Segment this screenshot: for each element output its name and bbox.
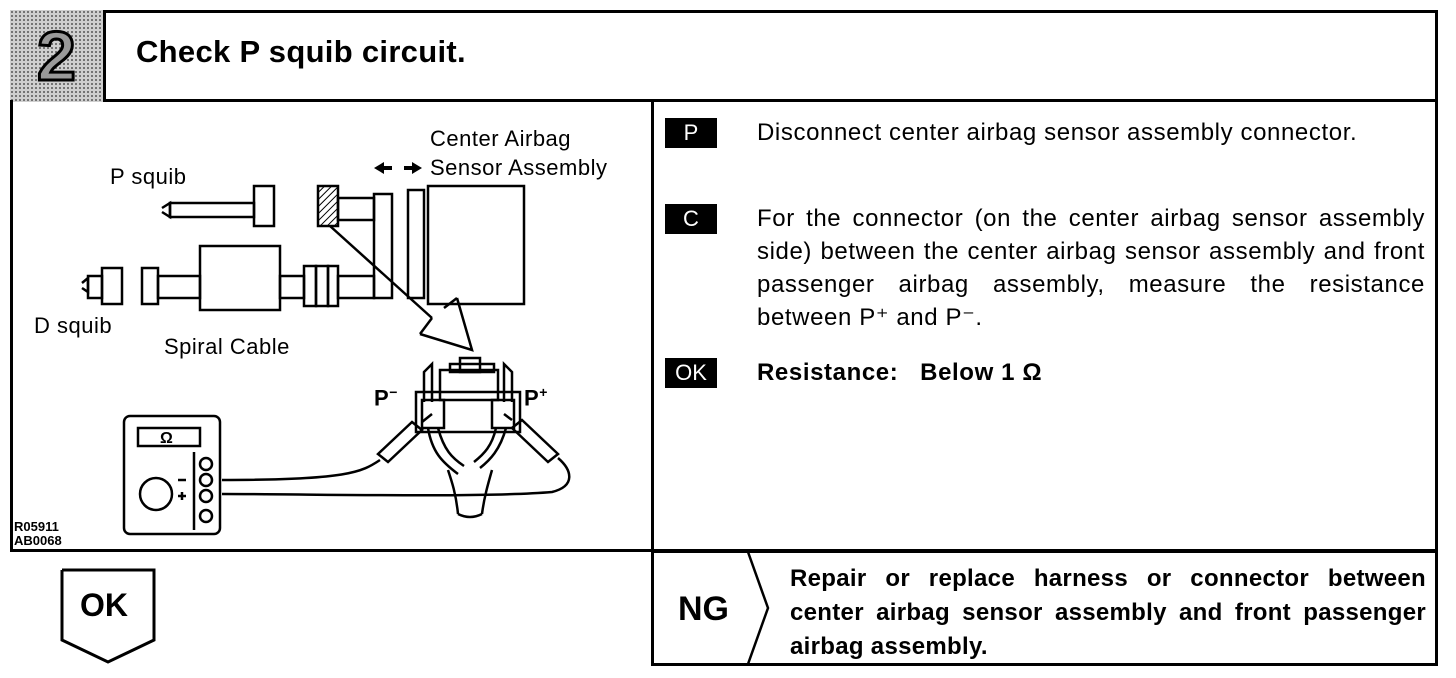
ok-criteria-badge: OK bbox=[665, 358, 717, 388]
resistance-spec: Resistance: Below 1 Ω bbox=[757, 356, 1425, 389]
prep-text: Disconnect center airbag sensor assembly… bbox=[757, 119, 1358, 146]
ok-result-label: OK bbox=[80, 587, 128, 623]
step-number-badge: 2 bbox=[10, 10, 106, 102]
figure-code-2: AB0068 bbox=[14, 533, 62, 548]
p-squib-connector bbox=[161, 184, 276, 228]
p-squib-label: P squib bbox=[110, 164, 187, 189]
check-text: For the connector (on the center airbag … bbox=[757, 205, 1425, 331]
step-number: 2 bbox=[36, 17, 78, 95]
hatched-connector bbox=[316, 184, 340, 228]
resistance-label: Resistance: bbox=[757, 359, 899, 386]
pointer-arrow bbox=[329, 225, 474, 352]
spiral-cable-label: Spiral Cable bbox=[164, 334, 290, 359]
column-divider bbox=[651, 100, 654, 666]
ng-chevron-icon bbox=[746, 552, 770, 664]
spiral-cable-assembly bbox=[81, 244, 376, 312]
p-minus-label: P− bbox=[374, 384, 398, 411]
ok-arrow-icon bbox=[60, 568, 156, 664]
ohmmeter bbox=[122, 414, 222, 536]
squib-circuit-diagram bbox=[81, 162, 571, 536]
d-squib-label: D squib bbox=[34, 313, 113, 338]
prep-badge: P bbox=[665, 118, 717, 148]
resistance-value: Below 1 Ω bbox=[920, 359, 1043, 386]
ng-result-label: NG bbox=[678, 590, 729, 628]
center-airbag-label-line1: Center Airbag bbox=[430, 126, 572, 151]
figure-code-1: R05911 bbox=[14, 519, 59, 534]
p-plus-label: P+ bbox=[524, 384, 548, 411]
step-title: Check P squib circuit. bbox=[136, 34, 466, 69]
center-airbag-label-line2: Sensor Assembly bbox=[430, 155, 608, 180]
test-probes bbox=[221, 413, 571, 497]
check-badge: C bbox=[665, 204, 717, 234]
ng-result-box bbox=[651, 550, 1438, 666]
disconnect-arrows bbox=[374, 162, 422, 174]
sensor-connector bbox=[336, 184, 526, 306]
connector-closeup bbox=[414, 356, 522, 519]
ohm-display: Ω bbox=[160, 430, 174, 447]
ng-action-text: Repair or replace harness or connector b… bbox=[790, 565, 1426, 660]
